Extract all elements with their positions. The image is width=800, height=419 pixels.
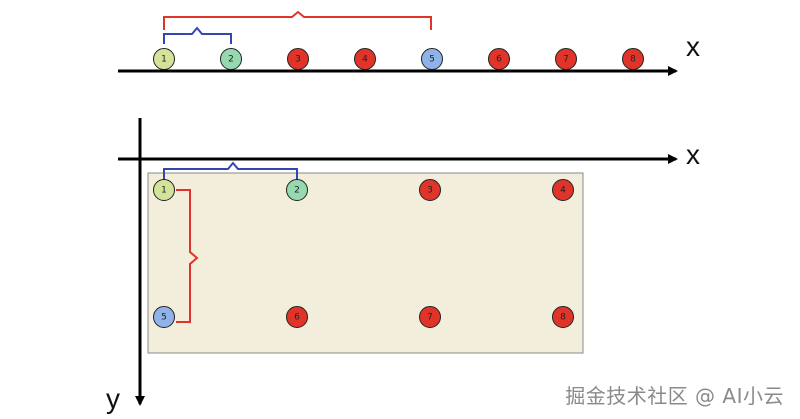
top-node-2-circle <box>220 48 242 70</box>
top-node-4: 4 <box>354 48 376 70</box>
grid-node-4-circle <box>552 179 574 201</box>
grid-node-8-circle <box>552 306 574 328</box>
top-node-6-circle <box>488 48 510 70</box>
top-node-7: 7 <box>555 48 577 70</box>
top-node-8-circle <box>622 48 644 70</box>
top-blue-brace <box>163 26 232 44</box>
top-row-nodes: 1 2 3 4 5 6 7 8 <box>153 48 644 70</box>
top-node-5: 5 <box>421 48 443 70</box>
grid-node-1: 1 <box>153 179 175 201</box>
grid-node-8-label: 8 <box>560 313 566 323</box>
grid-node-8: 8 <box>552 306 574 328</box>
watermark: 掘金技术社区 @ AI小云 <box>565 384 784 408</box>
top-node-3-circle <box>287 48 309 70</box>
grid-node-3-circle <box>419 179 441 201</box>
grid-node-2-circle <box>286 179 308 201</box>
grid-node-6: 6 <box>286 306 308 328</box>
grid-node-4-label: 4 <box>560 186 566 196</box>
top-x-axis-label: x <box>686 31 700 62</box>
grid-node-6-circle <box>286 306 308 328</box>
grid-background <box>147 172 584 354</box>
top-node-2: 2 <box>220 48 242 70</box>
grid-blue-brace <box>163 161 298 180</box>
grid-node-1-label: 1 <box>161 186 167 196</box>
top-node-1: 1 <box>153 48 175 70</box>
top-node-8-label: 8 <box>630 55 636 65</box>
grid-node-2: 2 <box>286 179 308 201</box>
top-node-7-circle <box>555 48 577 70</box>
top-node-7-label: 7 <box>563 55 569 65</box>
top-red-brace <box>163 10 432 30</box>
grid-red-brace <box>176 189 199 323</box>
grid-node-4: 4 <box>552 179 574 201</box>
top-node-3: 3 <box>287 48 309 70</box>
top-node-4-label: 4 <box>362 55 368 65</box>
top-node-6-label: 6 <box>496 55 502 65</box>
grid-node-7-circle <box>419 306 441 328</box>
top-node-5-label: 5 <box>429 55 435 65</box>
top-node-1-label: 1 <box>161 55 167 65</box>
top-node-6: 6 <box>488 48 510 70</box>
grid-x-axis-label: x <box>686 139 700 170</box>
grid-node-2-label: 2 <box>294 186 300 196</box>
top-node-1-circle <box>153 48 175 70</box>
grid-node-3-label: 3 <box>427 186 433 196</box>
grid-node-3: 3 <box>419 179 441 201</box>
top-node-2-label: 2 <box>228 55 234 65</box>
grid-node-5-label: 5 <box>161 313 167 323</box>
grid-node-5: 5 <box>153 306 175 328</box>
grid-node-1-circle <box>153 179 175 201</box>
top-node-8: 8 <box>622 48 644 70</box>
grid-node-5-circle <box>153 306 175 328</box>
grid-node-7: 7 <box>419 306 441 328</box>
top-node-4-circle <box>354 48 376 70</box>
grid-node-6-label: 6 <box>294 313 300 323</box>
top-node-5-circle <box>421 48 443 70</box>
grid-y-axis-label: y <box>106 383 120 414</box>
top-node-3-label: 3 <box>295 55 301 65</box>
grid-node-7-label: 7 <box>427 313 433 323</box>
grid-nodes: 1 2 3 4 5 6 7 8 <box>153 179 574 328</box>
